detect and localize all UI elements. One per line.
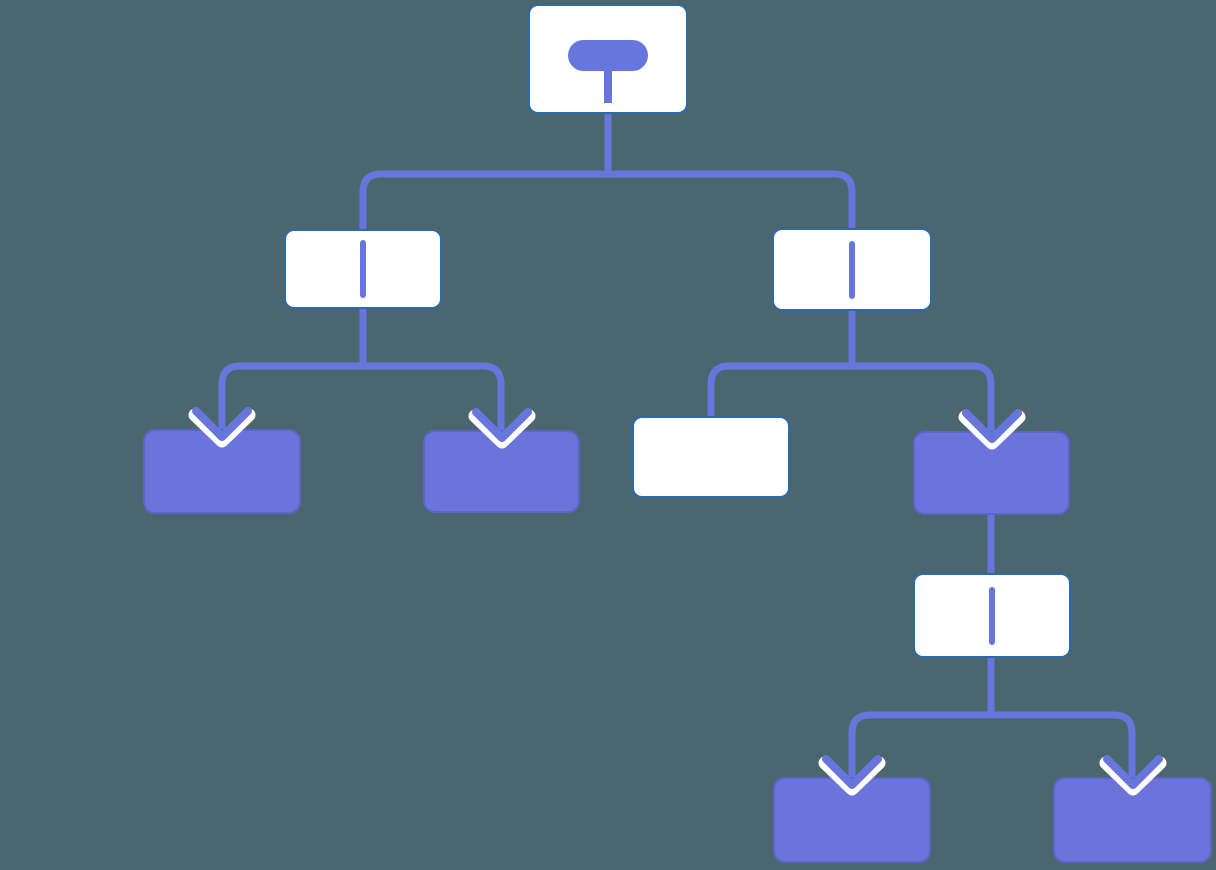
tree-node-leaf-4[interactable] xyxy=(1053,755,1212,863)
chevron-down-arrow-icon xyxy=(958,409,1025,450)
tree-node-child-plain[interactable] xyxy=(632,416,790,498)
tree-node-root[interactable] xyxy=(528,4,688,114)
tree-node-leaf-3[interactable] xyxy=(773,755,931,863)
connector-rail-bottom xyxy=(848,711,1136,788)
tree-node-mid-purple[interactable] xyxy=(913,409,1070,515)
root-pill-icon xyxy=(568,40,648,71)
tree-node-branch-bottom[interactable] xyxy=(913,573,1071,658)
connector-rail-left xyxy=(218,362,505,442)
vertical-bar-icon xyxy=(849,240,855,299)
chevron-down-arrow-icon xyxy=(468,408,535,449)
tree-node-leaf-1[interactable] xyxy=(143,407,301,514)
tree-node-branch-right[interactable] xyxy=(772,228,932,311)
chevron-down-arrow-icon xyxy=(188,407,256,448)
vertical-bar-icon xyxy=(989,586,995,645)
connector-rail-right xyxy=(707,362,995,442)
root-pill-stem-icon xyxy=(604,71,612,103)
vertical-bar-icon xyxy=(360,240,366,298)
tree-node-leaf-2[interactable] xyxy=(423,408,580,513)
chevron-down-arrow-icon xyxy=(1099,755,1166,796)
connector-rail-level1 xyxy=(359,170,856,233)
tree-node-branch-left[interactable] xyxy=(284,229,442,309)
chevron-down-arrow-icon xyxy=(818,755,886,796)
